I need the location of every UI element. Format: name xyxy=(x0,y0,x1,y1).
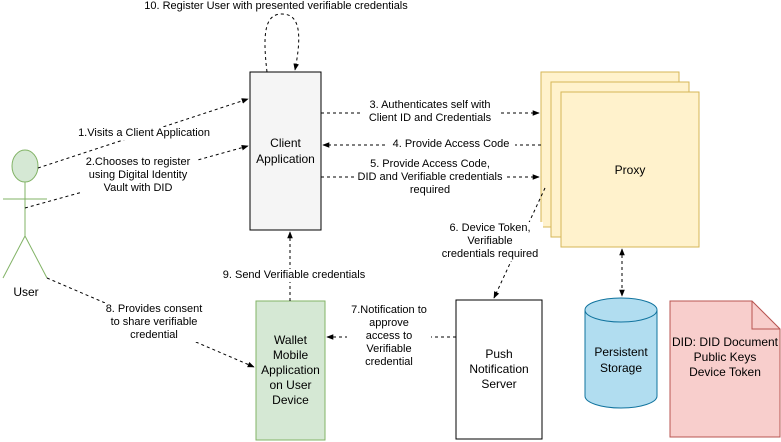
proxy-stack xyxy=(540,71,700,248)
user-actor xyxy=(2,149,48,279)
proxy-label: Proxy xyxy=(614,162,646,177)
push-server-label: Push Notification Server xyxy=(469,347,529,391)
client-application-box xyxy=(249,71,322,231)
edge-10-label: 10. Register User with presented verifia… xyxy=(136,0,416,13)
push-server-box xyxy=(455,299,543,440)
edge-3-label: 3. Authenticates self with Client ID and… xyxy=(362,99,498,125)
wallet-label: Wallet Mobile Application on User Device xyxy=(261,333,320,407)
edge-2-label: 2.Chooses to register using Digital Iden… xyxy=(80,156,196,195)
proxy-box-front xyxy=(560,91,700,248)
edge-7-label: 7.Notification to approve access to Veri… xyxy=(347,304,431,369)
user-left-leg xyxy=(2,235,26,279)
edge-8-label: 8. Provides consent to share verifiable … xyxy=(100,303,208,342)
user-head xyxy=(11,149,39,183)
edge-1-label: 1.Visits a Client Application xyxy=(74,127,214,140)
persistent-storage-label: Persistent Storage xyxy=(594,345,648,375)
did-note-label: DID: DID Document Public Keys Device Tok… xyxy=(671,335,779,379)
user-right-leg xyxy=(24,235,48,279)
did-note-fold xyxy=(751,301,780,330)
edge-9-label: 9. Send Verifiable credentials xyxy=(218,269,370,282)
persistent-storage-cylinder xyxy=(584,297,658,409)
wallet-box xyxy=(255,300,326,441)
edge-4-label: 4. Provide Access Code xyxy=(387,138,515,151)
client-application-label: Client Application xyxy=(256,136,315,166)
user-label: User xyxy=(13,285,39,299)
edge-8-line xyxy=(46,277,255,368)
edge-10-self-loop xyxy=(264,13,300,73)
edge-5-label: 5. Provide Access Code, DID and Verifiab… xyxy=(354,158,506,197)
did-note-shape xyxy=(669,300,781,438)
edge-6-label: 6. Device Token, Verifiable credentials … xyxy=(437,222,543,261)
